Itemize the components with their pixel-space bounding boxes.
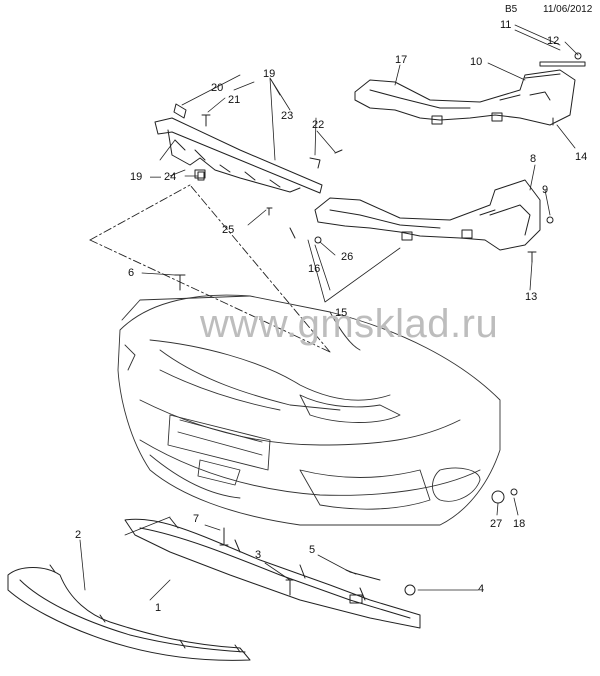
callout-4: 4 (478, 583, 485, 595)
callout-13: 13 (525, 291, 538, 303)
lower-trim-2 (7, 564, 251, 661)
callout-1: 1 (155, 602, 162, 614)
reference-lines (89, 184, 331, 353)
callout-25: 25 (222, 224, 235, 236)
callout-5: 5 (309, 544, 316, 556)
callout-21: 21 (228, 94, 241, 106)
section-code: B5 (505, 4, 518, 15)
callout-15: 15 (335, 307, 348, 319)
diagram-date: 11/06/2012 (543, 4, 593, 15)
callout-17: 17 (395, 54, 408, 66)
callout-14: 14 (575, 151, 588, 163)
bracket-19-assembly (154, 103, 323, 194)
separator-dash: — (150, 171, 161, 183)
callout-26: 26 (341, 251, 354, 263)
callout-7: 7 (193, 513, 200, 525)
callout-18: 18 (513, 518, 526, 530)
callout-6: 6 (128, 267, 135, 279)
callout-16: 16 (308, 263, 321, 275)
watermark: www.gmsklad.ru (200, 302, 499, 346)
callout-22: 22 (312, 119, 325, 131)
callout-9: 9 (542, 184, 549, 196)
bracket-16-8-assembly (314, 179, 541, 251)
fasteners (174, 52, 582, 596)
callout-20: 20 (211, 82, 224, 94)
leader-lines (79, 24, 579, 601)
callout-10: 10 (470, 56, 483, 68)
bumper-fascia (117, 294, 501, 526)
callout-19-top: 19 (263, 68, 276, 80)
callout-23: 23 (281, 110, 294, 122)
callout-27: 27 (490, 518, 503, 530)
callout-11: 11 (500, 19, 512, 31)
callout-19-left: 19 (130, 171, 143, 183)
callout-2: 2 (75, 529, 82, 541)
callout-12: 12 (547, 35, 560, 47)
bracket-17-10-assembly (354, 61, 586, 126)
grille-trim-1 (124, 517, 421, 629)
callout-24: 24 (164, 171, 177, 183)
callout-3: 3 (255, 549, 262, 561)
callout-8: 8 (530, 153, 537, 165)
